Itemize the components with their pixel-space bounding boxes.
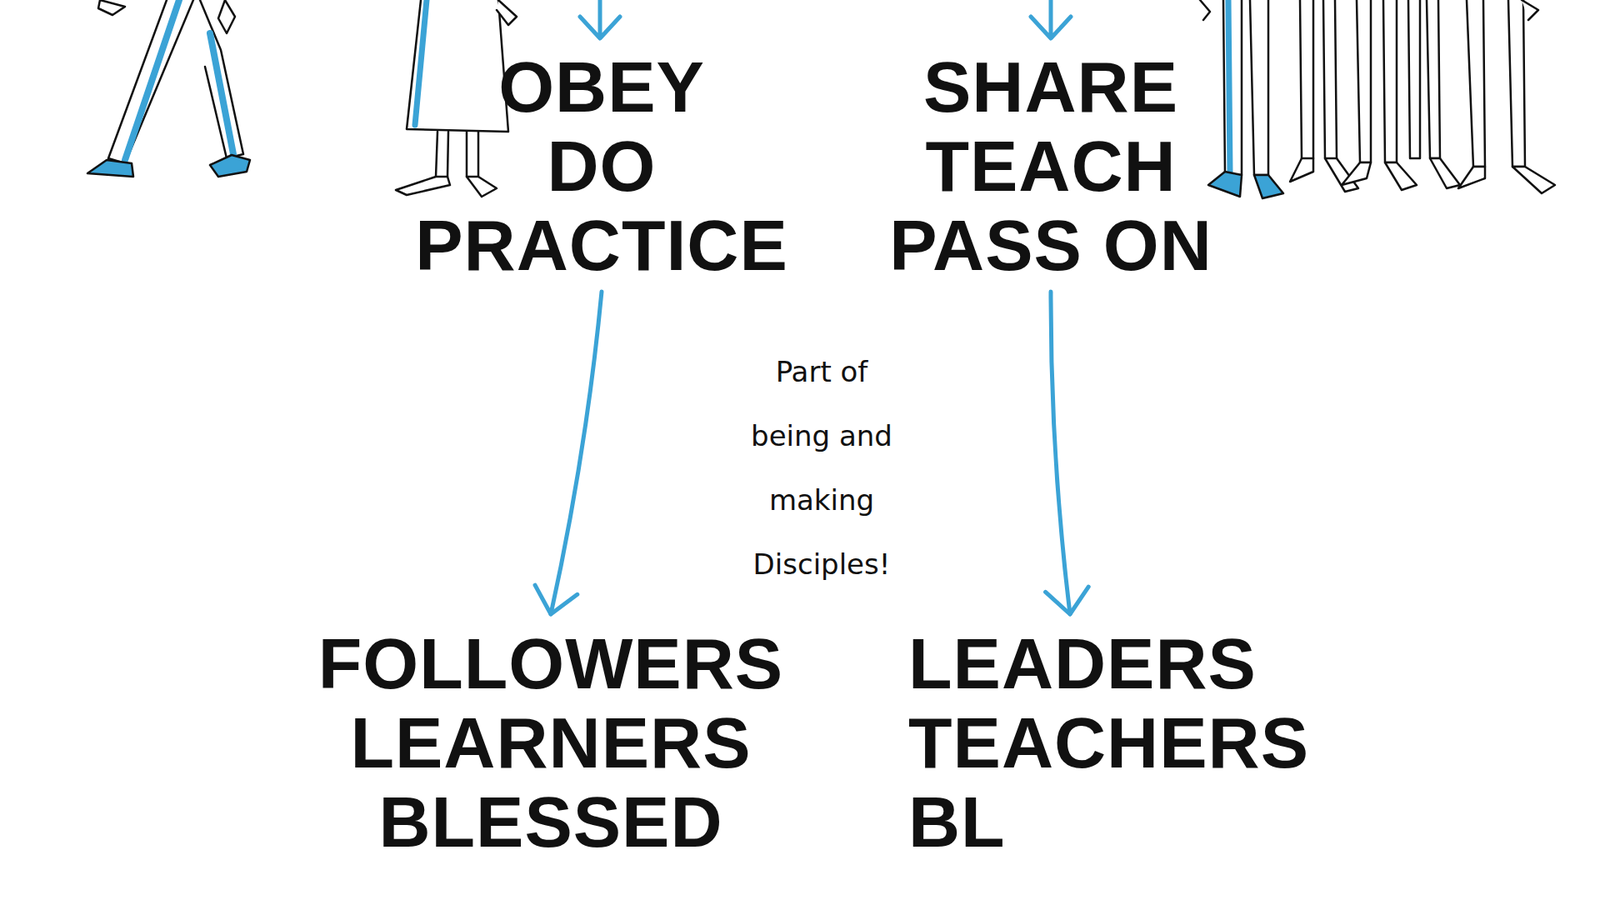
node-text: PASS ON — [889, 205, 1213, 285]
node-text: PRACTICE — [415, 205, 789, 285]
node-text: TEACHERS — [908, 703, 1310, 783]
node-text: LEADERS — [908, 624, 1310, 704]
node-text: FOLLOWERS — [318, 624, 784, 704]
node-text: SHARE — [889, 47, 1213, 127]
text-node: FOLLOWERSLEARNERSBLESSED — [313, 624, 789, 862]
text-node: LEADERSTEACHERSBL — [903, 624, 1315, 862]
node-text: LEARNERS — [318, 703, 784, 783]
node-text: BLESSED — [318, 782, 784, 862]
text-node: OBEYDOPRACTICE — [410, 47, 794, 285]
flow-arrow — [535, 291, 602, 615]
flow-arrow — [1045, 291, 1090, 615]
node-text: DO — [415, 126, 789, 206]
note-text: Part of being and making Disciples! — [738, 340, 905, 597]
node-text: OBEY — [415, 47, 789, 127]
node-text: TEACH — [889, 126, 1213, 206]
text-node: SHARETEACHPASS ON — [884, 47, 1218, 285]
node-text: BL — [908, 782, 1310, 862]
